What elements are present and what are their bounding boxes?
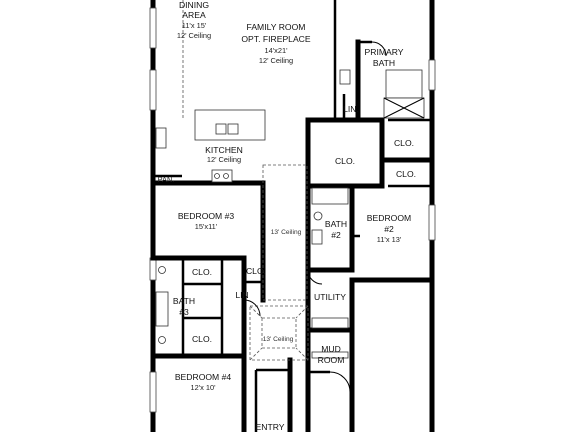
kitchen-ceiling: 12' Ceiling: [207, 155, 241, 164]
room-bath3: BATH #3: [173, 296, 195, 317]
mud-bench: [311, 351, 349, 359]
primary-bath-name-1: PRIMARY: [365, 47, 404, 57]
bath3-closet-upper-label: CLO.: [192, 267, 212, 277]
hall-ceiling-lower: 13' Ceiling: [263, 336, 294, 343]
primary-bath-fixtures: [339, 69, 425, 119]
bedroom2-walls: [305, 185, 360, 273]
bath2-name-1: BATH: [325, 219, 347, 229]
room-bedroom2: BEDROOM #2 11'x 13': [367, 213, 411, 244]
mud-name-2: ROOM: [318, 355, 345, 365]
dining-name-1: DINING: [179, 0, 209, 10]
utility-counter: [311, 317, 349, 329]
bath3-name-2: #3: [179, 307, 189, 317]
room-dining: DINING AREA 11'x 15' 12' Ceiling: [177, 0, 211, 40]
lin-upper-label: LIN.: [343, 104, 359, 114]
bath3-closet-lower-label: CLO.: [192, 334, 212, 344]
primary-suite-walls: [305, 30, 435, 189]
kitchen-island: [194, 109, 266, 141]
bedroom2-name-1: BEDROOM: [367, 213, 411, 223]
room-bedroom4: BEDROOM #4 12'x 10': [175, 372, 232, 392]
room-family: FAMILY ROOM OPT. FIREPLACE 14'x21' 12' C…: [241, 22, 311, 65]
bath2-name-2: #2: [331, 230, 341, 240]
burner: [223, 173, 229, 179]
family-name: FAMILY ROOM: [247, 22, 306, 32]
utility-walls: [305, 269, 355, 432]
primary-bath-name-2: BATH: [373, 58, 395, 68]
family-ceiling: 12' Ceiling: [259, 56, 293, 65]
lin-lower-label: LIN: [235, 290, 248, 300]
bedroom4-name: BEDROOM #4: [175, 372, 232, 382]
left-windows: [149, 7, 157, 413]
bath2-fixtures: [311, 187, 349, 245]
room-bath2: BATH #2: [325, 219, 347, 240]
bedroom4-dims: 12'x 10': [190, 383, 216, 392]
bedroom3-name: BEDROOM #3: [178, 211, 235, 221]
room-bedroom3: BEDROOM #3 15'x11': [178, 211, 235, 231]
hall-closet-label: CLO.: [246, 266, 266, 276]
bedroom2-dims: 11'x 13': [377, 235, 402, 244]
room-primary-bath: PRIMARY BATH: [365, 47, 404, 68]
kitchen-name: KITCHEN: [205, 145, 243, 155]
fridge: [155, 127, 167, 149]
burner: [214, 173, 220, 179]
dining-name-2: AREA: [182, 10, 206, 20]
ceiling-outlines: [182, 0, 309, 361]
dining-ceiling: 12' Ceiling: [177, 31, 211, 40]
dining-dims: 11'x 15': [182, 21, 207, 30]
bath3-fixtures: [155, 266, 169, 344]
mud-name-1: MUD: [321, 344, 341, 354]
family-option: OPT. FIREPLACE: [241, 34, 311, 44]
hall-ceiling-upper: 13' Ceiling: [271, 229, 302, 236]
pantry-label: PAN.: [158, 175, 175, 184]
bedroom2-name-2: #2: [384, 224, 394, 234]
primary-closet-right-label: CLO.: [394, 138, 414, 148]
room-kitchen: KITCHEN 12' Ceiling: [205, 145, 243, 164]
utility-label: UTILITY: [314, 292, 346, 302]
primary-closet-right-lower-label: CLO.: [396, 169, 416, 179]
room-mud: MUD ROOM: [318, 344, 345, 365]
primary-closet-label: CLO.: [335, 156, 355, 166]
cooktop: [211, 169, 233, 183]
door-swings: [243, 41, 387, 393]
entry-label: ENTRY: [256, 422, 285, 432]
right-windows: [428, 59, 436, 241]
bedroom3-dims: 15'x11': [195, 222, 218, 231]
bath3-name-1: BATH: [173, 296, 195, 306]
family-dims: 14'x21': [265, 46, 289, 55]
